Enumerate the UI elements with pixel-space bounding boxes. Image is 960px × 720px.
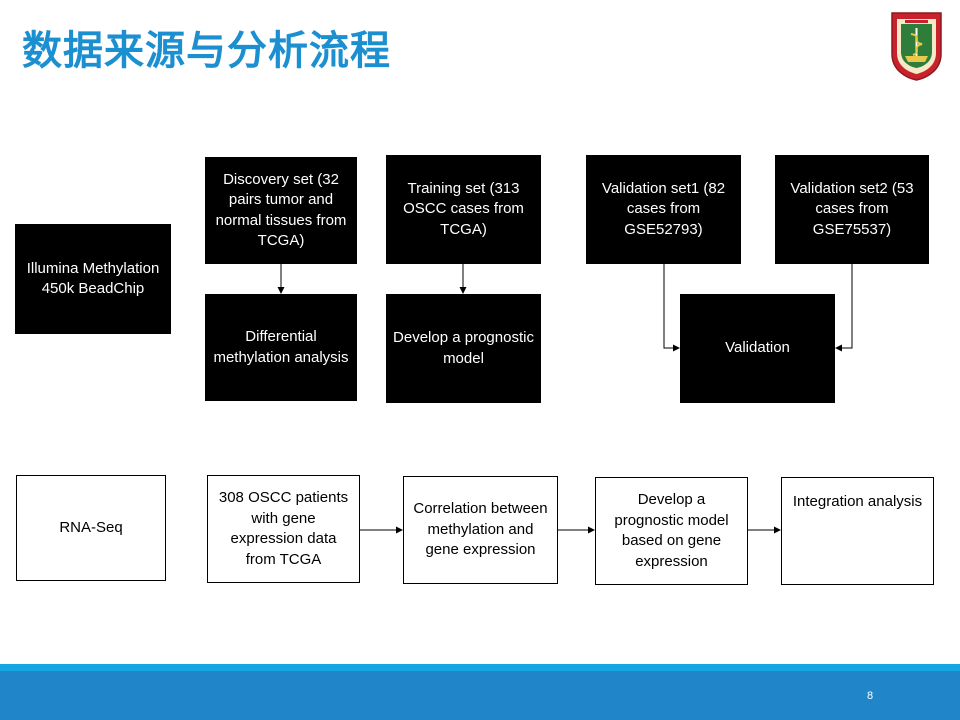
expression-model-box: Develop a prognostic model based on gene… (595, 477, 748, 585)
footer-bar (0, 671, 960, 720)
develop-model-box: Develop a prognostic model (386, 294, 541, 403)
validation-set1-box: Validation set1 (82 cases from GSE52793) (586, 155, 741, 264)
discovery-set-box: Discovery set (32 pairs tumor and normal… (205, 157, 357, 264)
illumina-platform-box: Illumina Methylation 450k BeadChip (15, 224, 171, 334)
oscc-patients-box: 308 OSCC patients with gene expression d… (207, 475, 360, 583)
validation-box: Validation (680, 294, 835, 403)
footer-stripe (0, 664, 960, 671)
rnaseq-platform-box: RNA-Seq (16, 475, 166, 581)
validation-set2-box: Validation set2 (53 cases from GSE75537) (775, 155, 929, 264)
differential-methylation-box: Differential methylation analysis (205, 294, 357, 401)
page-number: 8 (866, 690, 874, 702)
university-crest-icon (891, 12, 942, 81)
correlation-box: Correlation between methylation and gene… (403, 476, 558, 584)
arrow-validation2-to-validation (835, 264, 853, 352)
arrow-validation1-to-validation (663, 264, 680, 352)
integration-analysis-box: Integration analysis (781, 477, 934, 585)
slide-title: 数据来源与分析流程 (22, 28, 391, 74)
training-set-box: Training set (313 OSCC cases from TCGA) (386, 155, 541, 264)
